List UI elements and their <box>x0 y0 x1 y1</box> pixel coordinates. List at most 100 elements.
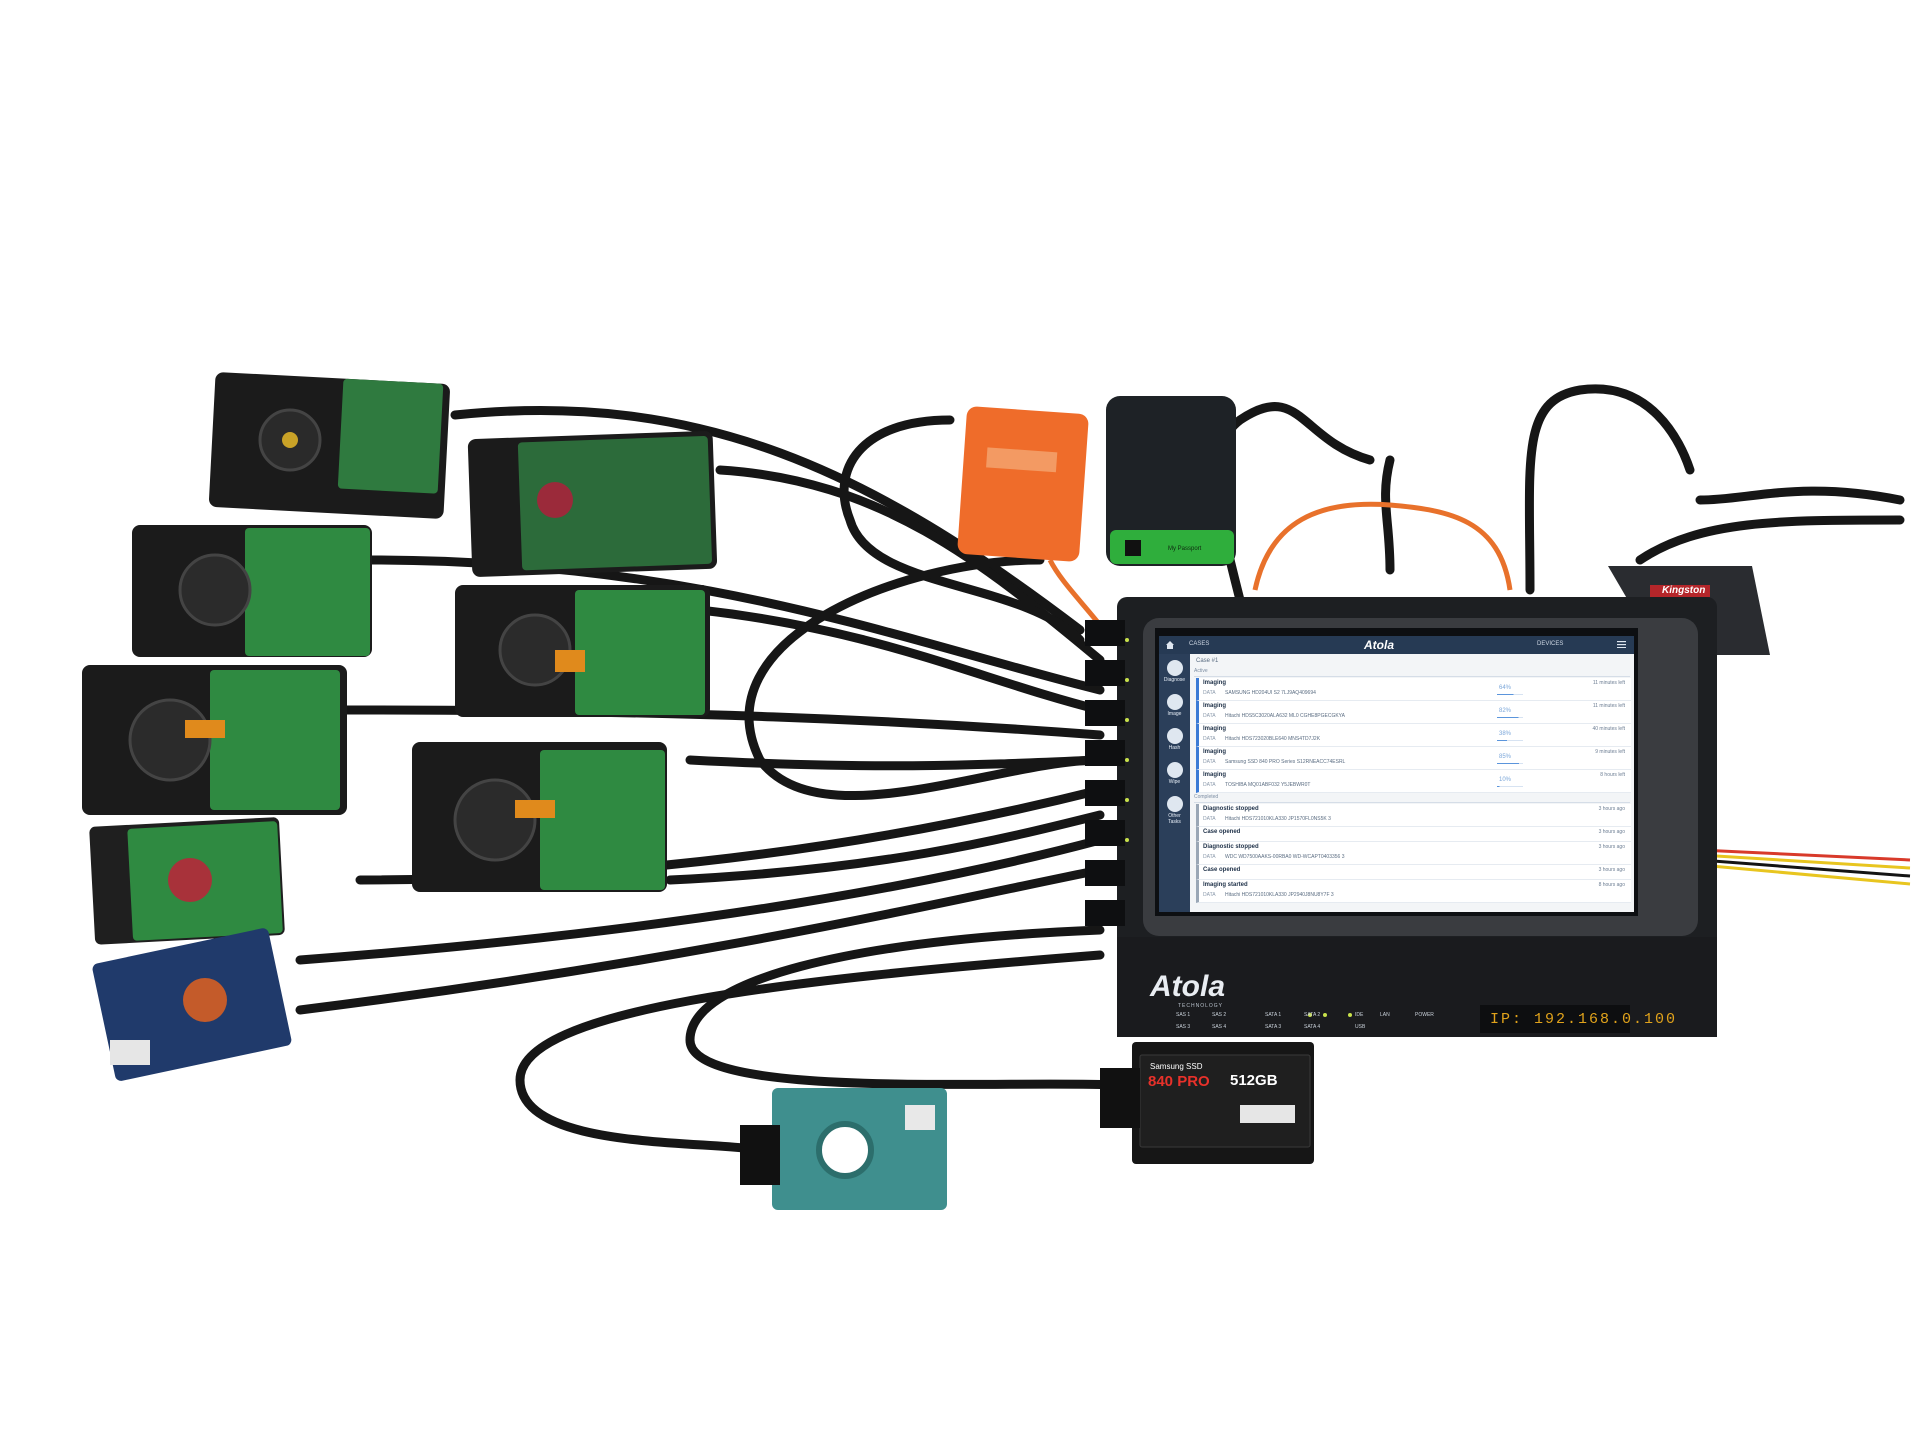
menu-icon[interactable] <box>1617 641 1626 648</box>
task-source-tag: DATA <box>1203 713 1216 719</box>
task-source-tag: DATA <box>1203 854 1216 860</box>
completed-row[interactable]: Imaging started DATA Hitachi HDS721010KL… <box>1196 880 1631 903</box>
task-device: SAMSUNG HD204UI S2 7LJ9AQ409694 <box>1225 690 1316 696</box>
sidebar-item-wipe[interactable]: Wipe <box>1162 760 1187 794</box>
task-title: Diagnostic stopped <box>1203 806 1259 812</box>
hdd-3-5-2 <box>467 430 718 577</box>
task-time: 3 hours ago <box>1598 844 1625 850</box>
task-progress: 64% <box>1499 685 1512 691</box>
sidebar-item-image[interactable]: Image <box>1162 692 1187 726</box>
task-time: 11 minutes left <box>1592 703 1625 709</box>
task-time: 3 hours ago <box>1598 829 1625 835</box>
port-label: LAN <box>1380 1012 1390 1018</box>
device-screen: CASES Atola DEVICES Diagnose Image Hash … <box>1159 636 1634 912</box>
sidebar-item-label: Other Tasks <box>1168 813 1181 825</box>
task-source-tag: DATA <box>1203 816 1216 822</box>
task-title: Imaging started <box>1203 882 1248 888</box>
ssd-model-label: 840 PRO <box>1148 1073 1210 1090</box>
cables <box>295 384 1905 1155</box>
task-time: 8 hours ago <box>1598 882 1625 888</box>
completed-row[interactable]: Case opened 3 hours ago <box>1196 827 1631 842</box>
hdd-3-5-3 <box>132 525 372 657</box>
task-device: Samsung SSD 840 PRO Series S12RNEACC74ES… <box>1225 759 1346 765</box>
orange-external-drive <box>957 406 1089 562</box>
hdd-2-5-green <box>89 817 285 945</box>
task-row[interactable]: Imaging DATA TOSHIBA MQ01ABF032 Y5JEBWR0… <box>1196 770 1631 793</box>
task-title: Imaging <box>1203 703 1227 709</box>
task-source-tag: DATA <box>1203 690 1216 696</box>
sidebar-item-hash[interactable]: Hash <box>1162 726 1187 760</box>
screen-logo: Atola <box>1364 638 1394 652</box>
sidebar-item-label: Hash <box>1168 745 1181 751</box>
device-brand-logo: Atola <box>1150 970 1225 1003</box>
task-time: 8 hours left <box>1600 772 1625 778</box>
screen-content: Case #1 Active Imaging DATA SAMSUNG HD20… <box>1190 654 1634 912</box>
task-row[interactable]: Imaging DATA Hitachi HDS723020BLE640 MNS… <box>1196 724 1631 747</box>
task-row[interactable]: Imaging DATA SAMSUNG HD204UI S2 7LJ9AQ40… <box>1196 678 1631 701</box>
task-time: 11 minutes left <box>1592 680 1625 686</box>
completed-row[interactable]: Case opened 3 hours ago <box>1196 865 1631 880</box>
ssd-samsung <box>1132 1042 1314 1164</box>
section-active: Active <box>1194 668 1630 677</box>
completed-row[interactable]: Diagnostic stopped DATA Hitachi HDS72101… <box>1196 804 1631 827</box>
task-title: Imaging <box>1203 680 1227 686</box>
task-time: 3 hours ago <box>1598 806 1625 812</box>
task-source-tag: DATA <box>1203 892 1216 898</box>
home-icon[interactable] <box>1165 640 1175 650</box>
task-source-tag: DATA <box>1203 736 1216 742</box>
screen-topbar: CASES Atola DEVICES <box>1159 636 1634 654</box>
task-device: Hitachi HDS721010KLA330 JP1570FL0NS5K 3 <box>1225 816 1331 822</box>
ssd-brand-label: Samsung SSD <box>1150 1062 1203 1071</box>
task-title: Diagnostic stopped <box>1203 844 1259 850</box>
hdd-2-5-blue <box>92 928 292 1081</box>
breadcrumb[interactable]: Case #1 <box>1196 658 1219 664</box>
task-time: 3 hours ago <box>1598 867 1625 873</box>
task-device: TOSHIBA MQ01ABF032 Y5JEBWR0T <box>1225 782 1311 788</box>
hdd-3-5-4 <box>455 585 710 717</box>
sidebar-item-label: Image <box>1167 711 1182 717</box>
task-time: 9 minutes left <box>1595 749 1625 755</box>
port-label: USB <box>1355 1024 1366 1030</box>
task-row[interactable]: Imaging DATA Samsung SSD 840 PRO Series … <box>1196 747 1631 770</box>
hash-icon <box>1166 728 1183 744</box>
tab-cases[interactable]: CASES <box>1189 641 1210 647</box>
task-title: Imaging <box>1203 772 1227 778</box>
ip-display: IP: 192.168.0.100 <box>1490 1011 1678 1028</box>
port-label: SAS 1 <box>1176 1012 1191 1018</box>
task-source-tag: DATA <box>1203 782 1216 788</box>
port-label: SAS 4 <box>1212 1024 1227 1030</box>
task-progress-bar <box>1497 763 1523 764</box>
diagnose-icon <box>1166 660 1183 676</box>
sidebar-item-label: Diagnose <box>1163 677 1186 683</box>
task-progress-bar <box>1497 717 1523 718</box>
task-row[interactable]: Imaging DATA Hitachi HDS5C3020ALA632 ML0… <box>1196 701 1631 724</box>
hdd-3-5-6 <box>412 742 667 892</box>
ssd-capacity-label: 512GB <box>1230 1072 1278 1089</box>
task-progress: 85% <box>1499 754 1512 760</box>
hdd-3-5-5 <box>82 665 347 815</box>
port-label: SAS 2 <box>1212 1012 1227 1018</box>
task-time: 40 minutes left <box>1592 726 1625 732</box>
tab-devices[interactable]: DEVICES <box>1537 641 1564 647</box>
task-title: Case opened <box>1203 867 1241 873</box>
port-label: SATA 1 <box>1265 1012 1282 1018</box>
task-progress: 10% <box>1499 777 1512 783</box>
completed-row[interactable]: Diagnostic stopped DATA WDC WD7500AAKS-0… <box>1196 842 1631 865</box>
task-device: Hitachi HDS5C3020ALA632 ML0 CGHE8PGECGKY… <box>1225 713 1345 719</box>
task-title: Imaging <box>1203 726 1227 732</box>
port-label: SATA 4 <box>1304 1024 1321 1030</box>
power-wires <box>1699 848 1911 886</box>
hdd-3-5-1 <box>209 372 450 519</box>
image-icon <box>1166 694 1183 710</box>
black-external-drive <box>1106 396 1236 566</box>
teal-drive-connector <box>740 1125 780 1185</box>
task-device: Hitachi HDS723020BLE640 MNS4TD7J2K <box>1225 736 1321 742</box>
sidebar-item-diagnose[interactable]: Diagnose <box>1162 658 1187 692</box>
sidebar-item-other-tasks[interactable]: Other Tasks <box>1162 794 1187 828</box>
port-label: SAS 3 <box>1176 1024 1191 1030</box>
task-progress-bar <box>1497 740 1523 741</box>
screen-sidebar: Diagnose Image Hash Wipe Other Tasks <box>1159 654 1190 912</box>
section-completed: Completed <box>1194 794 1630 803</box>
task-device: WDC WD7500AAKS-00RBA0 WD-WCAPT0403356 3 <box>1225 854 1345 860</box>
task-device: Hitachi HDS721010KLA330 JP2940J8NU8Y7F 3 <box>1225 892 1334 898</box>
